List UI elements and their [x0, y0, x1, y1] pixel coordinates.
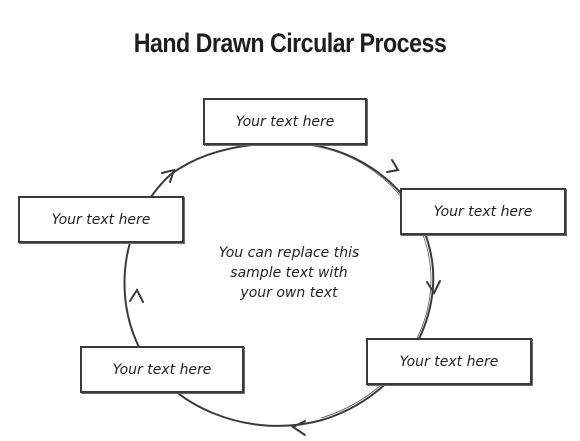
step-box-1: Your text here: [203, 98, 367, 145]
step-label-3: Your text here: [399, 353, 499, 370]
diagram-title: Hand Drawn Circular Process: [133, 28, 447, 58]
step-box-2: Your text here: [400, 188, 566, 235]
center-note-line-2: sample text with: [230, 265, 348, 281]
step-box-4: Your text here: [80, 346, 244, 393]
step-label-5: Your text here: [51, 211, 151, 228]
step-box-5: Your text here: [18, 196, 184, 243]
center-note-line-3: your own text: [240, 285, 338, 301]
arrow-bottom: [291, 420, 306, 436]
step-label-2: Your text here: [433, 203, 533, 220]
center-note-line-1: You can replace this: [218, 245, 360, 261]
arrow-top-right: [386, 159, 400, 173]
center-note: You can replace this sample text with yo…: [186, 243, 392, 303]
step-label-1: Your text here: [235, 113, 335, 130]
step-label-4: Your text here: [112, 361, 212, 378]
arrow-right: [426, 280, 441, 296]
arrow-left: [129, 287, 144, 303]
step-box-3: Your text here: [366, 338, 532, 385]
arrow-top-left: [161, 168, 176, 183]
